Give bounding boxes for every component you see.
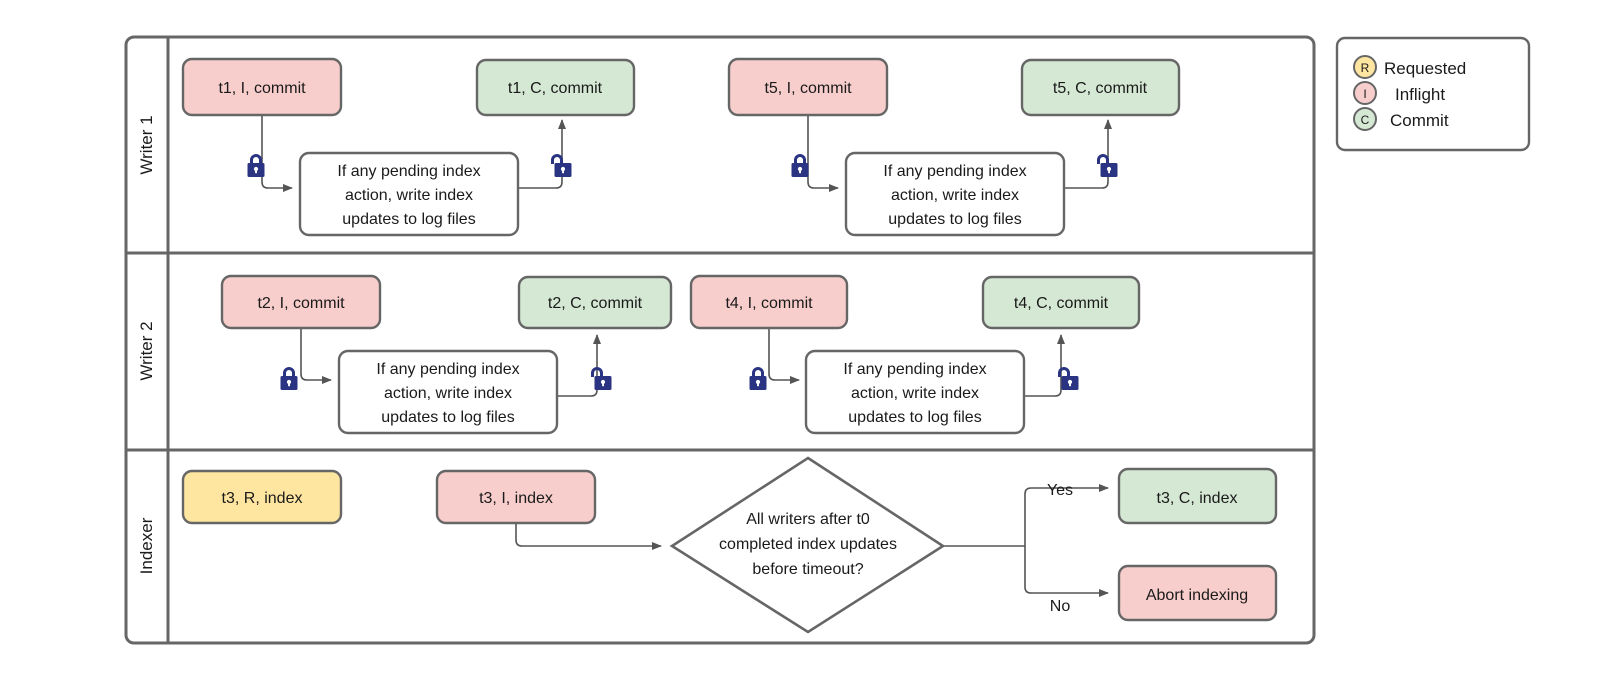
node-ix-t3-commit[interactable]: t3, C, index: [1117, 467, 1278, 525]
lane-label-indexer: Indexer: [137, 517, 156, 574]
process-w2-a[interactable]: If any pending index action, write index…: [337, 349, 559, 435]
node-w2-t4-inflight[interactable]: t4, I, commit: [689, 274, 849, 330]
process-w1-a[interactable]: If any pending index action, write index…: [298, 151, 520, 237]
lock-closed-icon: [749, 367, 767, 390]
legend-item-commit: C Commit: [1353, 107, 1449, 131]
node-label: t4, I, commit: [725, 295, 813, 312]
legend-item-inflight: I Inflight: [1353, 81, 1445, 105]
process-line-1: If any pending index: [337, 163, 480, 180]
edge-label-yes: Yes: [1047, 482, 1073, 499]
node-label: t4, C, commit: [1014, 295, 1109, 312]
edge-w2-process-to-t2c: [557, 334, 601, 397]
legend-key: C: [1361, 113, 1370, 127]
legend-key: I: [1363, 87, 1366, 101]
process-line-2: action, write index: [851, 385, 979, 402]
process-line-3: updates to log files: [381, 409, 514, 426]
legend-label: Inflight: [1395, 85, 1445, 104]
process-line-3: updates to log files: [888, 211, 1021, 228]
lane-label-writer-1: Writer 1: [137, 115, 156, 174]
legend-label: Commit: [1390, 111, 1449, 130]
edge-decision-no: [1024, 546, 1109, 597]
node-label: t2, C, commit: [548, 295, 643, 312]
edge-ix-t3i-to-decision: [515, 523, 662, 550]
lane-label-writer-2: Writer 2: [137, 321, 156, 380]
edge-w2-t4i-to-process: [768, 328, 800, 384]
edge-w2-process-to-t4c: [1024, 334, 1065, 397]
lock-closed-icon: [280, 367, 298, 390]
process-w2-b[interactable]: If any pending index action, write index…: [804, 349, 1026, 435]
process-line-3: updates to log files: [848, 409, 981, 426]
lock-open-icon: [591, 367, 612, 390]
process-line-2: action, write index: [891, 187, 1019, 204]
node-label: Abort indexing: [1146, 587, 1248, 604]
node-label: t5, C, commit: [1053, 80, 1148, 97]
decision-node[interactable]: All writers after t0 completed index upd…: [669, 456, 946, 634]
node-w1-t5-inflight[interactable]: t5, I, commit: [727, 57, 889, 117]
lane-label-text: Writer 2: [137, 321, 156, 380]
process-line-2: action, write index: [345, 187, 473, 204]
lock-open-icon: [1097, 154, 1118, 177]
node-label: t3, R, index: [222, 490, 303, 507]
node-label: t5, I, commit: [764, 80, 852, 97]
edge-w1-process-to-t5c: [1064, 119, 1112, 189]
node-w2-t2-commit[interactable]: t2, C, commit: [517, 275, 673, 330]
node-label: t1, C, commit: [508, 80, 603, 97]
node-label: t1, I, commit: [218, 80, 306, 97]
node-ix-t3-requested[interactable]: t3, R, index: [181, 469, 343, 525]
process-line-3: updates to log files: [342, 211, 475, 228]
edge-w2-t2i-to-process: [300, 328, 332, 384]
decision-line-1: All writers after t0: [746, 511, 870, 528]
lock-closed-icon: [247, 154, 265, 177]
decision-line-3: before timeout?: [752, 561, 863, 578]
node-ix-abort-indexing[interactable]: Abort indexing: [1117, 564, 1278, 622]
legend-panel: R Requested I Inflight C Commit: [1335, 36, 1531, 152]
node-w1-t1-inflight[interactable]: t1, I, commit: [181, 57, 343, 117]
process-line-1: If any pending index: [843, 361, 986, 378]
svg-text:Yes: Yes: [1047, 482, 1073, 499]
node-w1-t1-commit[interactable]: t1, C, commit: [475, 58, 636, 117]
decision-line-2: completed index updates: [719, 536, 897, 553]
lock-open-icon: [551, 154, 572, 177]
node-ix-t3-inflight[interactable]: t3, I, index: [435, 469, 597, 525]
lane-label-text: Writer 1: [137, 115, 156, 174]
edge-label-no: No: [1050, 598, 1071, 615]
legend-item-requested: R Requested: [1353, 55, 1466, 79]
process-w1-b[interactable]: If any pending index action, write index…: [844, 151, 1066, 237]
edge-w1-process-to-t1c: [518, 119, 566, 189]
node-label: t2, I, commit: [257, 295, 345, 312]
node-w2-t2-inflight[interactable]: t2, I, commit: [220, 274, 382, 330]
process-line-2: action, write index: [384, 385, 512, 402]
edge-w1-t1i-to-process: [261, 115, 293, 192]
lock-open-icon: [1058, 367, 1079, 390]
legend-key: R: [1361, 61, 1370, 75]
node-w1-t5-commit[interactable]: t5, C, commit: [1020, 58, 1181, 117]
node-label: t3, C, index: [1157, 490, 1238, 507]
edge-w1-t5i-to-process: [807, 115, 839, 192]
process-line-1: If any pending index: [376, 361, 519, 378]
legend-label: Requested: [1384, 59, 1466, 78]
svg-text:No: No: [1050, 598, 1071, 615]
edge-decision-yes: [1024, 484, 1109, 546]
lock-closed-icon: [791, 154, 809, 177]
process-line-1: If any pending index: [883, 163, 1026, 180]
node-w2-t4-commit[interactable]: t4, C, commit: [981, 275, 1141, 330]
lane-label-text: Indexer: [137, 517, 156, 574]
node-label: t3, I, index: [479, 490, 553, 507]
